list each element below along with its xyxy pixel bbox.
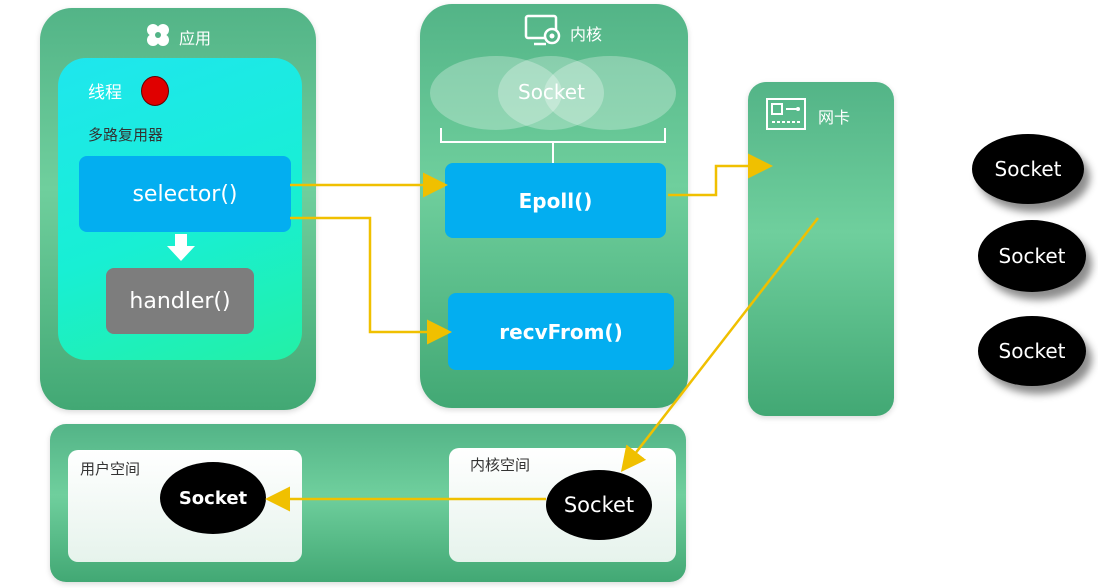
multiplexer-label: 多路复用器	[88, 126, 164, 144]
socket-ellipse-center	[498, 56, 604, 130]
arrow-nic-to-kernel-socket	[620, 217, 819, 472]
selector-box[interactable]: selector()	[79, 156, 291, 232]
external-socket-1[interactable]: Socket	[972, 134, 1084, 204]
user-space-socket[interactable]: Socket	[160, 462, 266, 534]
kernel-socket-group-label: Socket	[518, 80, 585, 104]
network-card-icon	[766, 98, 806, 134]
recvfrom-box[interactable]: recvFrom()	[448, 293, 674, 370]
external-socket-2[interactable]: Socket	[978, 220, 1086, 292]
kernel-title-text: 内核	[570, 25, 603, 44]
kernel-title: 内核	[524, 14, 602, 52]
socket-ellipse-right	[544, 56, 676, 130]
socket-ellipse-left	[430, 56, 562, 130]
thread-indicator-dot	[141, 76, 169, 106]
nic-panel	[748, 82, 894, 416]
handler-box[interactable]: handler()	[106, 268, 254, 334]
socket-group-brace	[440, 128, 666, 172]
app-title-text: 应用	[179, 29, 212, 48]
thread-label: 线程	[88, 83, 122, 103]
nic-title: 网卡	[818, 108, 851, 127]
kernel-space-label: 内核空间	[470, 456, 531, 474]
kernel-space-socket[interactable]: Socket	[546, 470, 652, 540]
app-title: 应用	[143, 20, 211, 54]
epoll-box[interactable]: Epoll()	[445, 163, 666, 238]
external-socket-3[interactable]: Socket	[978, 316, 1086, 386]
arrow-epoll-to-nic	[668, 153, 773, 197]
monitor-gear-icon	[524, 14, 564, 52]
user-space-label: 用户空间	[80, 460, 141, 478]
clover-icon	[143, 20, 173, 54]
down-arrow-icon	[166, 234, 196, 266]
arrow-selector-to-recvfrom	[290, 216, 452, 345]
